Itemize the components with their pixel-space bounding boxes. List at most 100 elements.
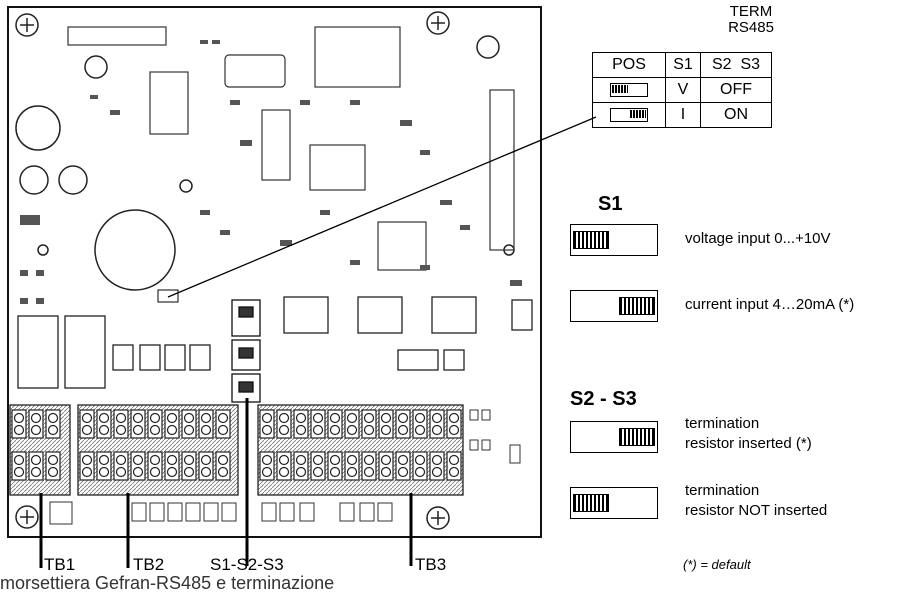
switch-left-icon [610, 82, 648, 97]
terminal-screw [30, 454, 42, 466]
terminal-screw [200, 466, 212, 478]
terminal-screw [312, 424, 324, 436]
terminal-screw [397, 412, 409, 424]
terminal-screw [380, 412, 392, 424]
terminal-screw [217, 412, 229, 424]
table-row: V OFF [592, 77, 772, 103]
terminal-screw [363, 424, 375, 436]
terminal-screw [149, 424, 161, 436]
caption: morsettiera Gefran-RS485 e terminazione [0, 573, 335, 593]
terminal-screw [380, 466, 392, 478]
terminal-screw [346, 424, 358, 436]
terminal-screw [183, 424, 195, 436]
terminal-screw [217, 466, 229, 478]
term-rs485-header: TERM RS485 [728, 3, 774, 36]
terminal-screw [166, 412, 178, 424]
terminal-screw [431, 454, 443, 466]
terminal-screw [329, 424, 341, 436]
terminal-screw [312, 412, 324, 424]
terminal-screw [380, 424, 392, 436]
terminal-screw [200, 424, 212, 436]
s2-s3-title: S2 - S3 [570, 388, 637, 410]
terminal-screw [132, 454, 144, 466]
col-s1: S1 [665, 52, 701, 78]
terminal-screw [132, 424, 144, 436]
mount-hole [15, 13, 39, 37]
terminal-screw [166, 424, 178, 436]
terminal-screw [81, 466, 93, 478]
terminal-screw [98, 424, 110, 436]
terminal-screw [448, 424, 460, 436]
terminal-screw [295, 466, 307, 478]
terminal-screw [261, 466, 273, 478]
mount-hole [426, 506, 450, 530]
label-s1-s2-s3: S1-S2-S3 [210, 555, 284, 574]
mount-hole [426, 11, 450, 35]
terminal-screw [30, 412, 42, 424]
terminal-screw [132, 466, 144, 478]
label-tb2: TB2 [133, 555, 165, 574]
terminal-screw [81, 424, 93, 436]
terminal-screw [47, 454, 59, 466]
s23-option-not-inserted: termination resistor NOT inserted [685, 482, 828, 519]
terminal-screw [30, 466, 42, 478]
terminal-screw [278, 454, 290, 466]
terminal-screw [149, 412, 161, 424]
terminal-screw [183, 466, 195, 478]
terminal-screw [115, 466, 127, 478]
terminal-screw [448, 454, 460, 466]
terminal-screw [13, 424, 25, 436]
terminal-screw [217, 454, 229, 466]
terminal-screw [346, 466, 358, 478]
table-row: I ON [592, 102, 772, 128]
terminal-screw [431, 424, 443, 436]
col-pos: POS [592, 52, 666, 78]
terminal-screw [329, 454, 341, 466]
dip-switch-block [231, 299, 261, 403]
switch-right-icon [570, 290, 658, 322]
terminal-screw [115, 424, 127, 436]
terminal-screw [431, 466, 443, 478]
terminal-screw [149, 454, 161, 466]
terminal-screw [363, 466, 375, 478]
terminal-screw [380, 454, 392, 466]
terminal-screw [183, 454, 195, 466]
terminal-blocks [9, 404, 464, 496]
terminal-screw [47, 412, 59, 424]
terminal-screw [166, 454, 178, 466]
col-s2-s3: S2 S3 [700, 52, 772, 78]
terminal-screw [30, 424, 42, 436]
terminal-screw [414, 454, 426, 466]
terminal-screw [448, 412, 460, 424]
label-tb3: TB3 [415, 555, 447, 574]
terminal-screw [200, 454, 212, 466]
terminal-screw [363, 454, 375, 466]
switch-left-icon [570, 487, 658, 519]
terminal-screw [81, 412, 93, 424]
terminal-screw [397, 424, 409, 436]
terminal-screw [115, 412, 127, 424]
terminal-screw [397, 454, 409, 466]
s1-title: S1 [598, 193, 623, 215]
terminal-screw [149, 466, 161, 478]
terminal-screw [98, 454, 110, 466]
terminal-screw [13, 412, 25, 424]
terminal-screw [346, 412, 358, 424]
switch-right-icon [610, 107, 648, 122]
terminal-screw [346, 454, 358, 466]
terminal-screw [448, 466, 460, 478]
terminal-screw [13, 454, 25, 466]
terminal-screw [397, 466, 409, 478]
mount-hole [15, 505, 39, 529]
terminal-screw [166, 466, 178, 478]
terminal-screw [295, 454, 307, 466]
terminal-screw [312, 466, 324, 478]
switch-right-icon [570, 421, 658, 453]
terminal-screw [414, 412, 426, 424]
terminal-screw [47, 424, 59, 436]
switch-left-icon [570, 224, 658, 256]
terminal-screw [278, 412, 290, 424]
s23-option-inserted: termination resistor inserted (*) [685, 415, 812, 452]
terminal-screw [81, 454, 93, 466]
